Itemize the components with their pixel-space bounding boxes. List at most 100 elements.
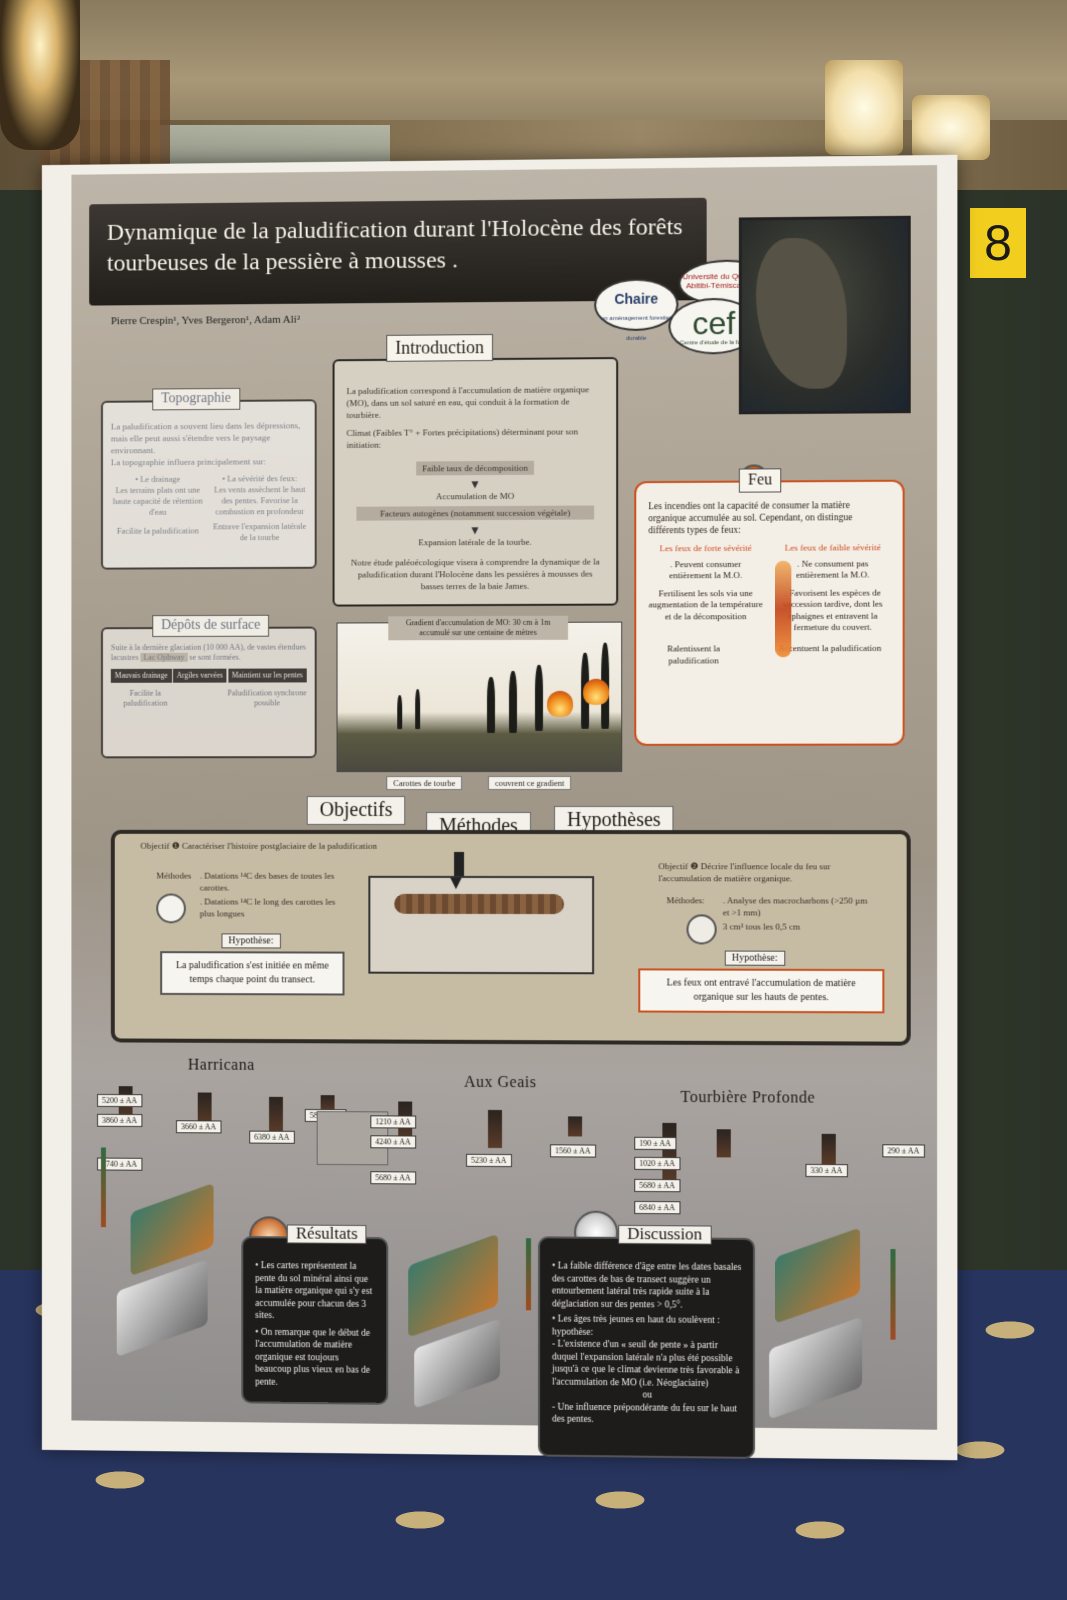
intro-flow: Faible taux de décomposition ▼ Accumulat… [346,457,604,548]
introduction-box: Introduction La paludification correspon… [332,334,619,607]
feu-heading: Feu [738,468,782,493]
topo-paragraph: La paludification a souvent lieu dans le… [110,420,301,456]
poster-title: Dynamique de la paludification durant l'… [106,214,683,277]
discussion-heading: Discussion [618,1224,712,1245]
flow-step: Accumulation de MO [435,490,515,502]
feu-left-t1: . Peuvent consumer entièrement la M.O. [669,558,743,581]
discussion-bullet: • La faible différence d'âge entre les d… [552,1261,742,1311]
topo-left-effect: Facilite la paludification [116,525,199,536]
topo-right-text: Les vents assèchent le haut des pentes. … [214,484,306,517]
objective-1-hypothesis: La paludification s'est initiée en même … [160,951,345,996]
depots-body: Suite à la dernière glaciation (10 000 A… [103,629,315,709]
topo-paragraph: La topographie influera principalement s… [110,456,267,468]
topographie-body: La paludification a souvent lieu dans le… [103,401,315,544]
objective-2-hypothesis-label: Hypothèse: [724,950,785,966]
color-scale [890,1249,896,1340]
terrain-map [769,1316,863,1420]
depots-lake: Lac Ojibway [140,652,188,662]
depots-left-effect: Facilite la paludification [123,688,168,708]
peat-core [269,1096,283,1133]
depots-box: Dépôts de surface Suite à la dernière gl… [100,614,317,759]
chandelier [825,60,903,155]
introduction-heading: Introduction [386,334,493,362]
topo-right-column: • La sévérité des feux: Les vents assèch… [213,473,307,543]
objective-1-hypothesis-label: Hypothèse: [221,933,281,949]
site-title: Tourbière Profonde [680,1088,816,1107]
topo-columns: • Le drainage Les terrains plats ont une… [111,473,307,544]
date-tag: 3860 ± AA [97,1113,142,1128]
discussion-bullet: - L'existence d'un « seuil de pente » à … [552,1339,740,1389]
peat-core [568,1116,583,1137]
depots-paragraph: se sont formées. [189,652,241,662]
map-landmass [756,237,847,390]
panel-number-sign: 8 [970,208,1026,278]
introduction-body: La paludification correspond à l'accumul… [335,359,617,593]
objective-2-methods-label: Méthodes: [666,895,705,906]
date-tag: 1020 ± AA [634,1156,680,1171]
authors: Pierre Crespin¹, Yves Bergeron¹, Adam Al… [110,313,300,328]
feu-box: Feu Les incendies ont la capacité de con… [634,468,905,746]
topo-left-text: Les terrains plats ont une haute capacit… [112,484,203,517]
feu-left-t2: Fertilisent les sols via une augmentatio… [648,587,763,621]
depots-tags: Mauvais drainage Argiles varvées Maintie… [110,668,307,683]
feu-effects: Ralentissent la paludification Accentuen… [648,641,890,666]
topo-right-item: • La sévérité des feux: [222,473,298,484]
gradient-illustration [336,621,623,773]
down-arrow-icon: ▼ [446,871,466,894]
date-tag: 290 ± AA [882,1144,925,1158]
flow-step: Expansion latérale de la tourbe. [418,536,532,548]
site-title: Harricana [187,1056,255,1074]
topo-right-effect: Entrave l'expansion latérale de la tourb… [213,520,307,543]
chaire-logo-text: Chaire [614,290,659,307]
color-scale [100,1147,106,1228]
feu-left-effect: Ralentissent la paludification [667,642,721,666]
peat-core [821,1133,836,1165]
feu-right-t2: . Favorisent les espèces de succession t… [783,587,883,633]
feu-columns: Les feux de forte sévérité . Peuvent con… [648,542,890,634]
discussion-bullet: • Les âges très jeunes en haut du soulèv… [552,1314,720,1338]
objective-2-method: . Analyse des macrocharbons (>250 µm et … [722,895,868,918]
date-tag: 5230 ± AA [466,1153,512,1168]
feu-right-t1: . Ne consument pas entièrement la M.O. [796,557,870,580]
fire-icon [547,690,574,717]
tree [487,677,496,734]
poster-content: Dynamique de la paludification durant l'… [71,165,938,1459]
gradient-label: Gradient d'accumulation de MO: 30 cm à 1… [388,615,569,641]
peat-core [716,1129,731,1158]
depots-right-tag: Maintient sur les pentes [227,668,307,683]
depots-left-tag: Mauvais drainage [110,668,172,683]
date-tag: 4240 ± AA [370,1135,416,1149]
satellite-map [738,215,911,415]
topographie-heading: Topographie [152,387,240,411]
feu-left-severity: Les feux de forte sévérité [659,542,752,554]
chandelier [912,95,990,160]
date-tag: 1210 ± AA [370,1115,416,1129]
feu-right-severity: Les feux de faible sévérité [784,542,881,553]
intro-paragraph: La paludification correspond à l'accumul… [346,384,590,421]
peat-core [662,1122,677,1188]
date-tag: 5680 ± AA [370,1171,416,1185]
topographie-box: Topographie La paludification a souvent … [100,387,317,570]
resultats-bullet: • Les cartes représentent la pente du so… [255,1261,373,1322]
flames-image [775,560,792,658]
tree [397,695,403,730]
depots-middle-tag: Argiles varvées [172,668,227,683]
objective-1-method: . Datations ¹⁴C des bases de toutes les … [199,870,335,893]
resultats-heading: Résultats [286,1224,367,1244]
fire-icon [583,678,610,705]
tree [508,670,517,733]
topo-left-item: • Le drainage [135,473,181,485]
objective-2: Objectif ❷ Décrire l'influence locale du… [658,861,831,884]
site-title: Aux Geais [464,1073,537,1092]
date-tag: 190 ± AA [634,1136,676,1151]
objective-1-methods-label: Méthodes [156,870,192,881]
flow-step: Faible taux de décomposition [416,460,535,476]
topo-left-column: • Le drainage Les terrains plats ont une… [111,474,205,544]
date-tag: 5200 ± AA [97,1093,142,1108]
tree [415,689,421,730]
date-tag: 330 ± AA [805,1163,848,1178]
terrain-map [775,1227,861,1324]
terrain-map [414,1318,500,1409]
peat-core [488,1109,502,1149]
intro-paragraph: Notre étude paléoécologique visera à com… [350,556,600,592]
